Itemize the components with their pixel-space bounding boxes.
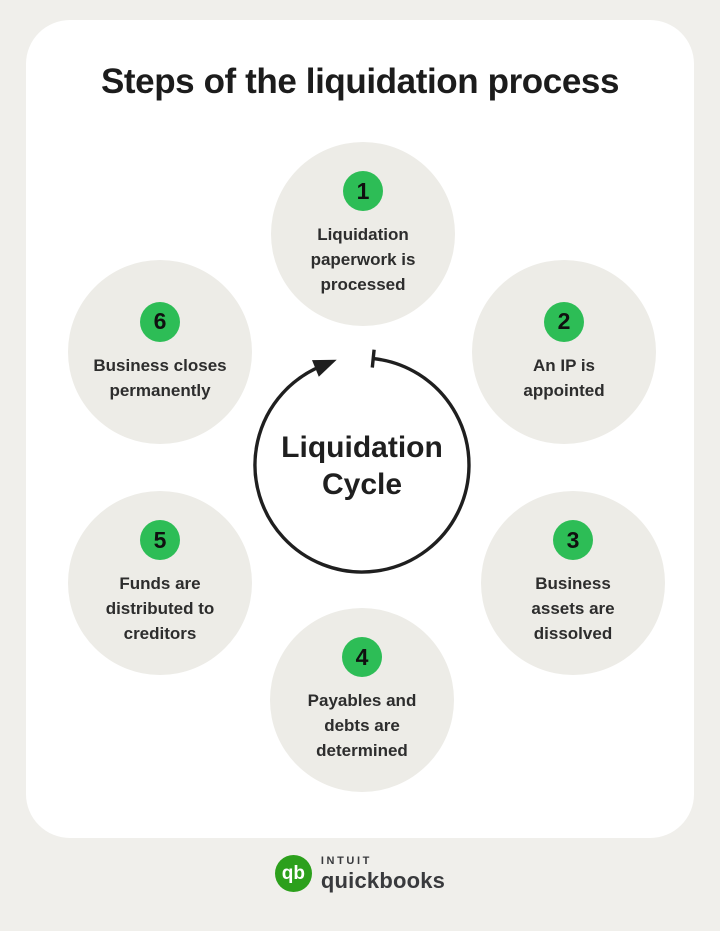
step-label: Business closes permanently bbox=[93, 355, 227, 400]
step-label: Business assets are dissolved bbox=[531, 574, 615, 643]
cycle-label: Liquidation Cycle bbox=[281, 431, 443, 501]
step-number-badge: 6 bbox=[140, 301, 180, 342]
step-number-badge: 2 bbox=[544, 301, 584, 342]
step-label: Funds are distributed to creditors bbox=[105, 574, 215, 643]
step-circle-6: 6 Business closes permanently bbox=[68, 260, 252, 444]
step-number-badge: 3 bbox=[553, 520, 593, 560]
brand-wordmarks: intuit quickbooks bbox=[320, 854, 446, 893]
quickbooks-wordmark: quickbooks bbox=[320, 867, 446, 893]
step-circle-4: 4 Payables and debts are determined bbox=[270, 608, 454, 792]
step-label: Liquidation paperwork is processed bbox=[310, 225, 416, 294]
step-number-badge: 5 bbox=[140, 520, 180, 560]
step-number-badge: 4 bbox=[342, 637, 382, 677]
quickbooks-logo-icon: qb bbox=[274, 855, 312, 892]
clockwise-cycle-arrow-icon bbox=[253, 349, 471, 574]
step-circle-2: 2 An IP is appointed bbox=[472, 260, 656, 444]
step-number-badge: 1 bbox=[343, 171, 383, 211]
step-circle-3: 3 Business assets are dissolved bbox=[481, 491, 665, 675]
step-label: An IP is appointed bbox=[523, 355, 605, 400]
intuit-wordmark: intuit bbox=[320, 854, 372, 867]
step-circle-5: 5 Funds are distributed to creditors bbox=[68, 491, 252, 675]
step-label: Payables and debts are determined bbox=[307, 691, 417, 760]
step-circle-1: 1 Liquidation paperwork is processed bbox=[271, 142, 455, 326]
page-title: Steps of the liquidation process bbox=[100, 62, 620, 101]
quickbooks-logo: qb intuit quickbooks bbox=[0, 855, 720, 892]
